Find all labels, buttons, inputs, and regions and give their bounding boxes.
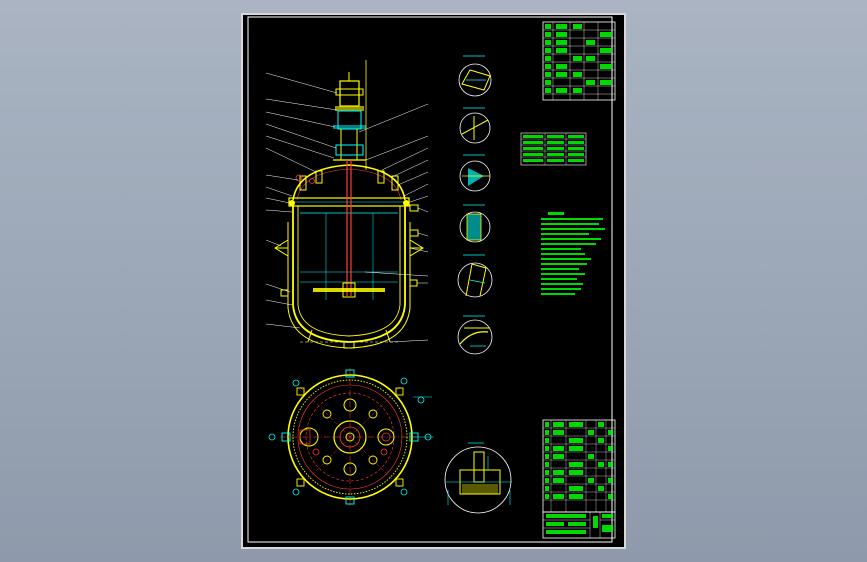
main-elevation-view — [265, 60, 429, 349]
motor-drive — [333, 60, 367, 170]
title-block — [542, 511, 616, 539]
agitator-impeller — [313, 288, 385, 292]
parts-list-table — [542, 419, 616, 513]
bottom-outlet — [343, 341, 355, 349]
detail-views — [457, 55, 493, 355]
detail-1 — [458, 55, 492, 97]
technical-requirements-notes — [541, 212, 605, 295]
top-nozzle-left — [299, 175, 307, 191]
top-plan-view — [268, 368, 434, 506]
detail-4 — [459, 204, 491, 243]
vessel-shell — [287, 206, 411, 349]
technical-characteristics-table — [520, 132, 587, 166]
leader-lines-right — [358, 103, 429, 343]
detail-6 — [457, 315, 493, 355]
drawing-frame — [247, 16, 613, 543]
detail-5 — [457, 254, 493, 298]
detail-2 — [459, 107, 491, 144]
detail-3 — [459, 154, 491, 192]
enlarged-flange-detail — [444, 442, 512, 514]
leader-lines-left — [265, 72, 338, 329]
nozzle-table — [542, 21, 616, 101]
drawing-sheet — [241, 13, 626, 549]
